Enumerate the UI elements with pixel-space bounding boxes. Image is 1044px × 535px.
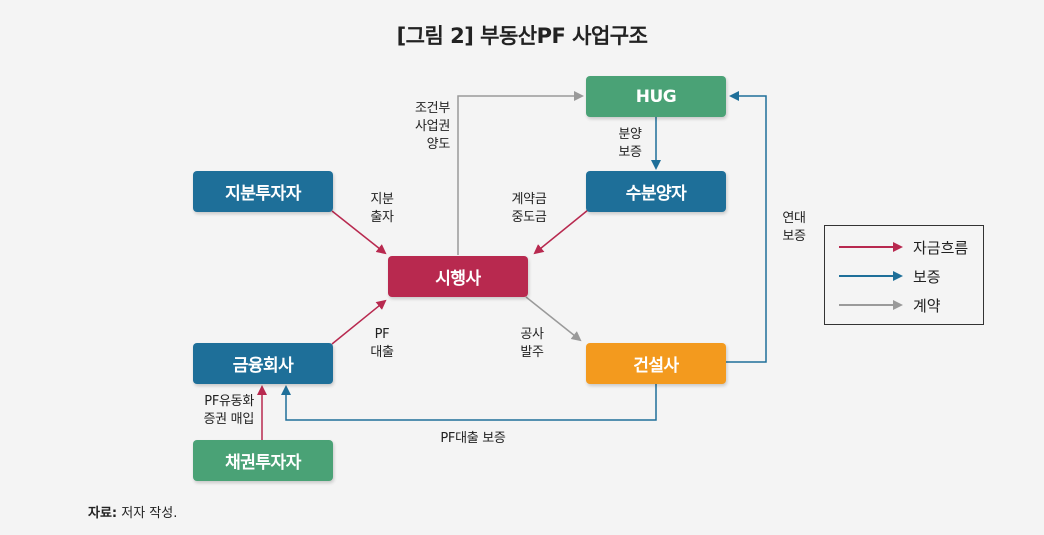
node-hug: HUG (586, 76, 726, 117)
label-equity-investment: 지분 출자 (362, 191, 402, 227)
node-financial: 금융회사 (193, 343, 333, 384)
source-label: 자료: (88, 506, 118, 521)
label-line: 연대 (782, 211, 806, 226)
source-text: 저자 작성. (117, 506, 178, 521)
label-line: 지분 (370, 192, 394, 207)
label-presale-guarantee: 분양 보증 (610, 126, 650, 162)
label-line: 보증 (782, 229, 806, 244)
node-buyer: 수분양자 (586, 171, 726, 212)
label-line: PF (374, 327, 390, 342)
label-line: 사업권 (415, 119, 450, 134)
label-pf-loan: PF 대출 (362, 326, 402, 362)
label-line: 분양 (618, 127, 642, 142)
arrow-buyer-to-developer (533, 209, 589, 255)
arrow-constructor-to-financial (281, 383, 657, 421)
source-note: 자료: 저자 작성. (88, 502, 177, 521)
legend-arrow-blue (839, 271, 903, 281)
node-constructor: 건설사 (586, 343, 726, 384)
label-line: 보증 (618, 145, 642, 160)
label-construction-order: 공사 발주 (512, 326, 552, 362)
label-line: 계약금 (511, 192, 547, 207)
legend-label-fund-flow: 자금흐름 (913, 238, 969, 257)
legend-label-guarantee: 보증 (913, 267, 941, 286)
legend-label-contract: 계약 (913, 296, 941, 315)
label-line: 대출 (370, 345, 394, 360)
label-pf-loan-guarantee: PF대출 보증 (440, 431, 506, 446)
label-line: PF유동화 (204, 394, 254, 409)
legend-arrow-gray (839, 300, 903, 310)
label-joint-guarantee: 연대 보증 (774, 210, 814, 246)
arrow-equity-to-developer (331, 210, 387, 255)
label-line: 증권 매입 (203, 412, 255, 427)
legend-arrow-red (839, 242, 903, 252)
legend-item-fund-flow: 자금흐름 (825, 235, 985, 259)
arrow-constructor-to-hug (726, 91, 767, 363)
node-developer: 시행사 (388, 256, 528, 297)
arrow-financial-to-developer (331, 299, 387, 345)
node-equity-investor: 지분투자자 (193, 171, 333, 212)
label-line: 양도 (426, 137, 451, 152)
label-deposit: 계약금 중도금 (502, 191, 556, 227)
diagram-title: [그림 2] 부동산PF 사업구조 (396, 24, 648, 48)
legend-item-guarantee: 보증 (825, 264, 985, 288)
arrow-developer-to-constructor (525, 296, 582, 342)
label-line: 공사 (520, 327, 544, 342)
label-line: 발주 (520, 345, 544, 360)
legend-item-contract: 계약 (825, 293, 985, 317)
label-line: 중도금 (511, 210, 547, 225)
legend: 자금흐름 보증 계약 (824, 225, 984, 325)
label-line: 출자 (370, 210, 394, 225)
label-line: 조건부 (415, 101, 450, 116)
label-conditional-transfer: 조건부 사업권 양도 (396, 100, 450, 154)
node-bond-investor: 채권투자자 (193, 440, 333, 481)
label-pf-securities: PF유동화 증권 매입 (152, 393, 255, 429)
arrow-developer-to-hug (457, 91, 584, 255)
